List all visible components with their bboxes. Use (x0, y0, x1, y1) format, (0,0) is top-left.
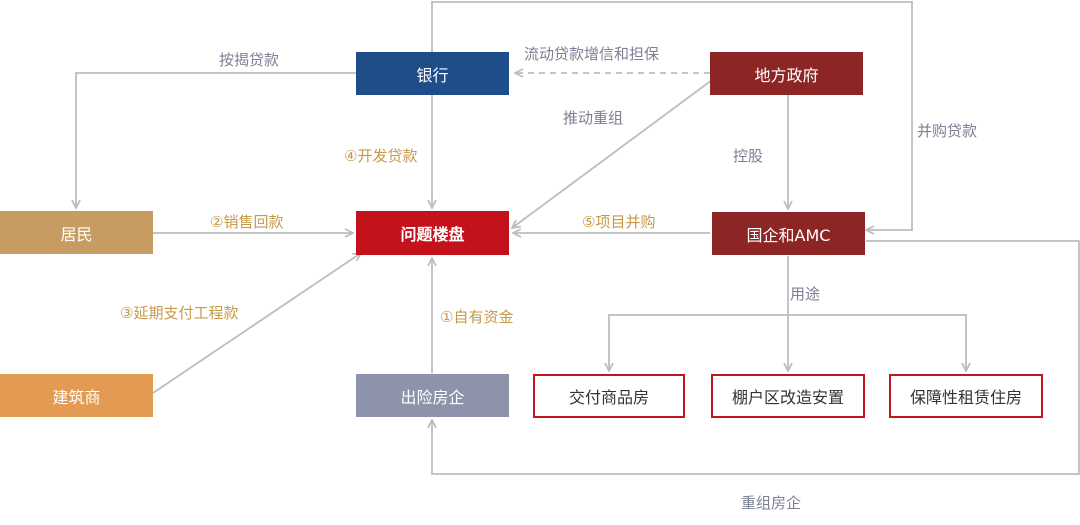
label-merger-loan: 并购贷款 (917, 122, 978, 140)
node-use-deliver-housing: 交付商品房 (533, 374, 685, 418)
edge-deferred (152, 253, 361, 394)
node-local-government: 地方政府 (710, 52, 863, 95)
edge-usage-branch-left (609, 314, 788, 371)
node-problem-property: 问题楼盘 (356, 211, 509, 255)
edge-push-restructure (512, 79, 713, 228)
label-sales-proceeds: ②销售回款 (210, 213, 284, 231)
node-bank: 银行 (356, 52, 509, 95)
label-restructure-developer: 重组房企 (741, 494, 802, 512)
edge-restructure-dev (432, 240, 1080, 475)
label-control: 控股 (733, 147, 764, 165)
label-liquidity-guarantee: 流动贷款增信和担保 (524, 45, 660, 63)
label-deferred-payment: ③延期支付工程款 (120, 304, 239, 322)
label-development-loan: ④开发贷款 (344, 147, 418, 165)
label-push-restructure: 推动重组 (563, 109, 624, 127)
label-project-merger: ⑤项目并购 (582, 213, 656, 231)
node-distressed-developer: 出险房企 (356, 374, 509, 417)
node-builder: 建筑商 (0, 374, 153, 417)
node-use-affordable-rental: 保障性租赁住房 (889, 374, 1043, 418)
node-residents: 居民 (0, 211, 153, 254)
label-usage: 用途 (790, 285, 821, 303)
node-soe-and-amc: 国企和AMC (712, 212, 865, 255)
edge-usage-branch-right (788, 314, 966, 371)
node-use-shantytown-resettlement: 棚户区改造安置 (711, 374, 865, 418)
label-mortgage: 按揭贷款 (219, 51, 280, 69)
edge-merger-loan (431, 1, 913, 230)
label-own-funds: ①自有资金 (440, 308, 514, 326)
edge-mortgage (76, 72, 356, 208)
